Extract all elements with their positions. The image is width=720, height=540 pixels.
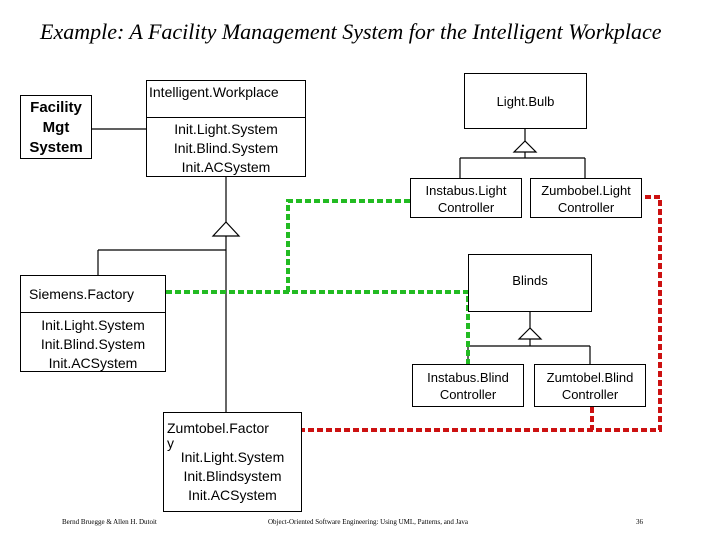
zumtobel-blind-line-2: Controller [561, 387, 619, 402]
zumtobel-factory-op-1: Init.Light.System [180, 449, 285, 465]
light-bulb-label: Light.Bulb [496, 94, 555, 109]
blinds-label: Blinds [512, 273, 548, 288]
zumtobel-factory-name-1: Zumtobel.Factor [167, 420, 269, 436]
siemens-factory-ops: Init.Light.System Init.Blind.System Init… [20, 312, 166, 372]
footer-page: 36 [636, 518, 643, 526]
zumtobel-factory-op-3: Init.ACSystem [188, 487, 277, 503]
instabus-light-line-1: Instabus.Light [425, 183, 507, 198]
zumtobel-factory-box: Zumtobel.Factor y Init.Light.System Init… [163, 412, 302, 512]
light-bulb-box: Light.Bulb [464, 73, 587, 129]
iw-op-1: Init.Light.System [174, 121, 278, 137]
zumtobel-blind-controller-box: Zumtobel.Blind Controller [534, 364, 646, 407]
dependency-red-light [302, 195, 662, 432]
siemens-op-3: Init.ACSystem [48, 355, 138, 371]
zumtobel-factory-name-2: y [167, 435, 174, 451]
instabus-blind-line-2: Controller [439, 387, 497, 402]
iw-op-3: Init.ACSystem [181, 159, 271, 175]
instabus-blind-controller-box: Instabus.Blind Controller [412, 364, 524, 407]
facility-line-2: Mgt [42, 119, 70, 136]
blinds-box: Blinds [468, 254, 592, 312]
dependency-green-light [286, 199, 410, 292]
instabus-blind-line-1: Instabus.Blind [427, 370, 509, 385]
dependency-green-blind [166, 290, 470, 364]
footer-authors: Bernd Bruegge & Allen H. Dutoit [62, 518, 157, 526]
siemens-op-2: Init.Blind.System [40, 336, 146, 352]
iw-op-2: Init.Blind.System [173, 140, 279, 156]
inheritance-triangle [512, 140, 538, 153]
facility-line-3: System [29, 139, 83, 156]
zumtobel-factory-op-2: Init.Blindsystem [183, 468, 282, 484]
intelligent-workplace-name: Intelligent.Workplace [146, 80, 306, 118]
instabus-light-line-2: Controller [437, 200, 495, 215]
slide-title: Example: A Facility Management System fo… [40, 19, 662, 44]
inheritance-triangle [211, 221, 241, 237]
zumtobel-light-controller-box: Zumbobel.Light Controller [530, 178, 642, 218]
zumtobel-light-line-1: Zumbobel.Light [541, 183, 631, 198]
facility-line-1: Facility [30, 99, 82, 116]
intelligent-workplace-ops: Init.Light.System Init.Blind.System Init… [146, 117, 306, 177]
iw-name-label: Intelligent.Workplace [149, 84, 279, 100]
zumtobel-blind-line-1: Zumtobel.Blind [546, 370, 634, 385]
siemens-factory-label: Siemens.Factory [29, 286, 135, 302]
siemens-factory-name: Siemens.Factory [20, 275, 166, 313]
instabus-light-controller-box: Instabus.Light Controller [410, 178, 522, 218]
zumtobel-light-line-2: Controller [557, 200, 615, 215]
facility-mgt-system-box: Facility Mgt System [20, 95, 92, 159]
inheritance-triangle [517, 327, 543, 340]
footer-book: Object-Oriented Software Engineering: Us… [268, 518, 469, 526]
siemens-op-1: Init.Light.System [41, 317, 145, 333]
